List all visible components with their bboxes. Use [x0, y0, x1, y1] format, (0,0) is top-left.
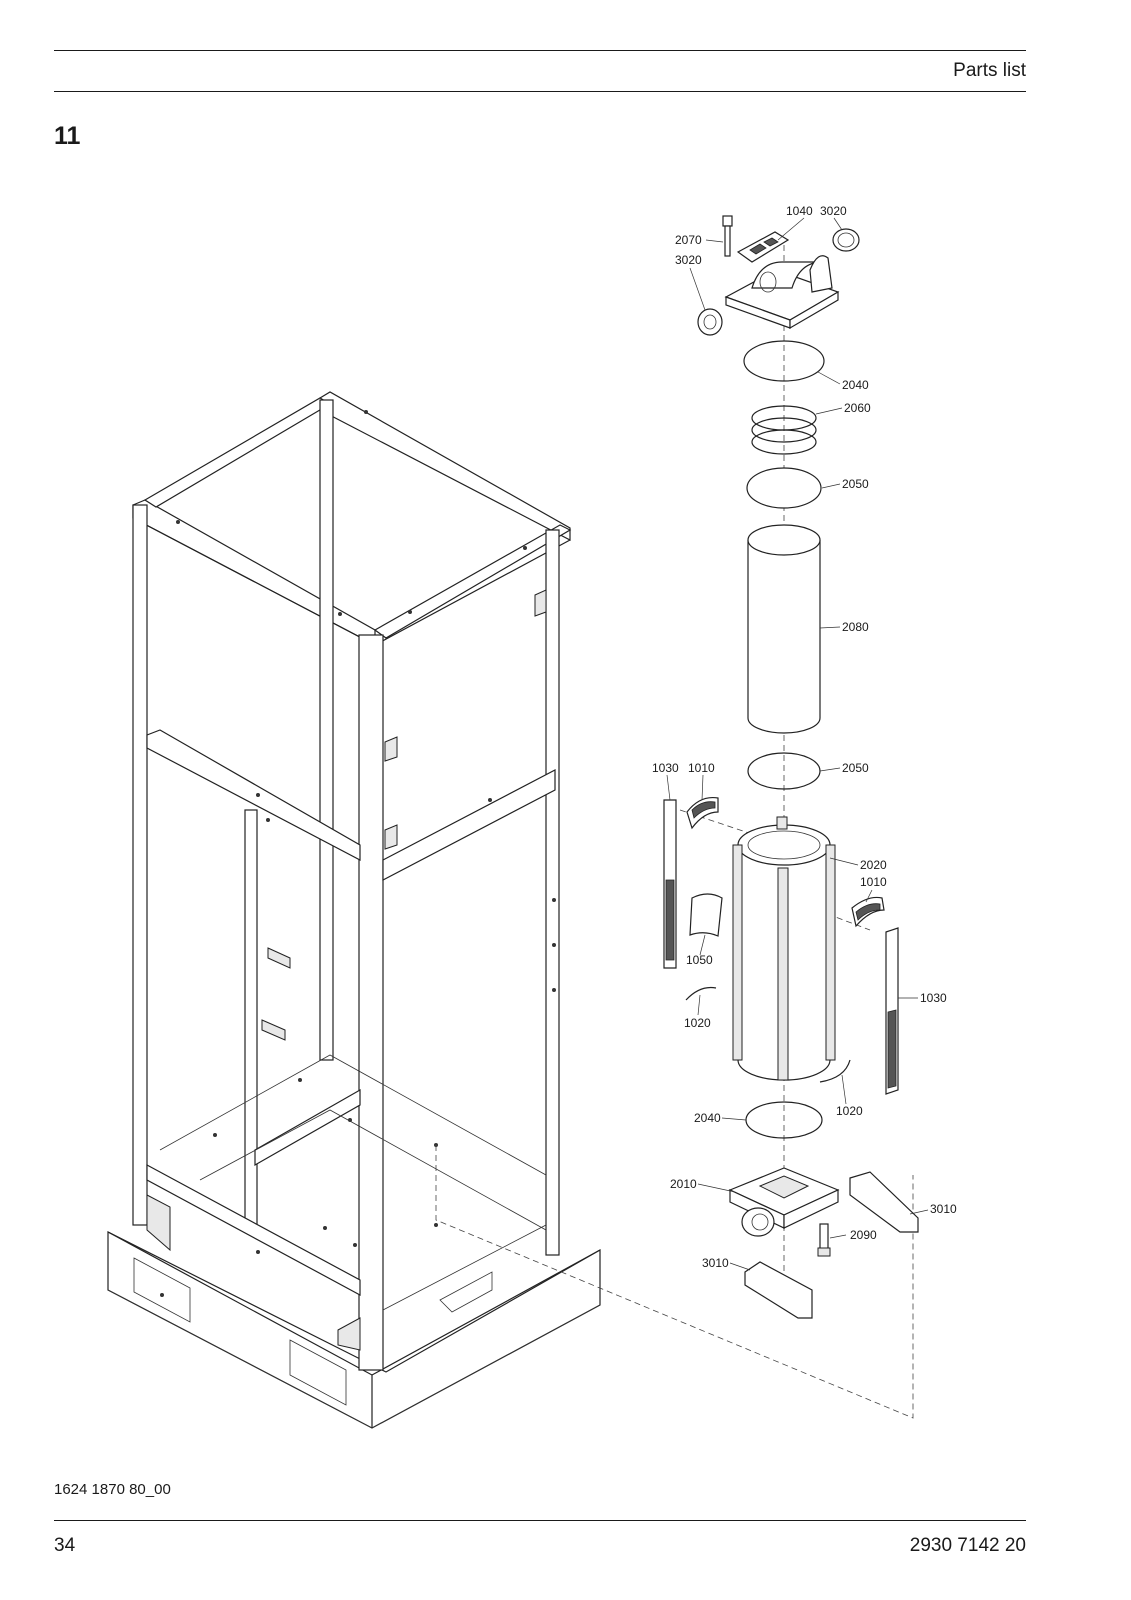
label-1040 — [736, 231, 790, 263]
leader-lines — [666, 217, 929, 1271]
disc-2050-top — [746, 467, 822, 509]
callout-1030-left: 1030 — [652, 761, 679, 775]
callout-1050: 1050 — [686, 953, 713, 967]
callout-2010: 2010 — [670, 1177, 697, 1191]
housing-tube-2020 — [732, 816, 836, 1081]
header-title: Parts list — [953, 60, 1026, 81]
cabinet-frame — [107, 391, 601, 1429]
callout-2020: 2020 — [860, 858, 887, 872]
header-rule-top — [54, 50, 1026, 51]
bracket-3010-right — [849, 1171, 919, 1233]
footer-rule — [54, 1520, 1026, 1521]
callout-1020-left: 1020 — [684, 1016, 711, 1030]
label-1010-right — [851, 896, 885, 928]
spring-2060 — [751, 405, 817, 455]
section-number: 11 — [54, 122, 81, 150]
base-housing-2010 — [728, 1167, 840, 1237]
label-1050 — [689, 893, 723, 937]
callout-3010-right: 3010 — [930, 1202, 957, 1216]
callout-2050-bottom: 2050 — [842, 761, 869, 775]
assembly-path — [435, 1145, 914, 1419]
plug-3020-left — [697, 308, 723, 336]
band-1020-right — [819, 1059, 851, 1083]
drawing-id: 1624 1870 80_00 — [54, 1481, 171, 1498]
head-housing — [724, 255, 840, 330]
callout-3020-left: 3020 — [675, 253, 702, 267]
band-1020-left — [685, 986, 717, 1001]
document-number: 2930 7142 20 — [909, 1535, 1026, 1556]
callout-1010-left: 1010 — [688, 761, 715, 775]
callout-2040-bottom: 2040 — [694, 1111, 721, 1125]
label-1010-left — [686, 796, 719, 830]
callout-1020-right: 1020 — [836, 1104, 863, 1118]
callout-3020-top: 3020 — [820, 204, 847, 218]
strip-1030-right — [885, 927, 899, 1095]
screw-2090 — [817, 1223, 831, 1257]
callout-1030-right: 1030 — [920, 991, 947, 1005]
callout-2080: 2080 — [842, 620, 869, 634]
bracket-3010-bottom — [744, 1261, 813, 1319]
page-number: 34 — [54, 1535, 76, 1556]
callout-2070: 2070 — [675, 233, 702, 247]
callout-2090: 2090 — [850, 1228, 877, 1242]
callout-2040-top: 2040 — [842, 378, 869, 392]
oring-2040-top — [743, 340, 825, 382]
callout-1010-right: 1010 — [860, 875, 887, 889]
strip-1030-left — [663, 799, 677, 969]
header-rule-bottom — [54, 91, 1026, 92]
callout-2060: 2060 — [844, 401, 871, 415]
plug-3020-right — [832, 228, 860, 252]
callout-3010-bottom: 3010 — [702, 1256, 729, 1270]
callout-1040: 1040 — [786, 204, 813, 218]
callout-2050-top: 2050 — [842, 477, 869, 491]
cartridge-2080 — [747, 524, 821, 734]
screw-2070 — [722, 215, 733, 257]
